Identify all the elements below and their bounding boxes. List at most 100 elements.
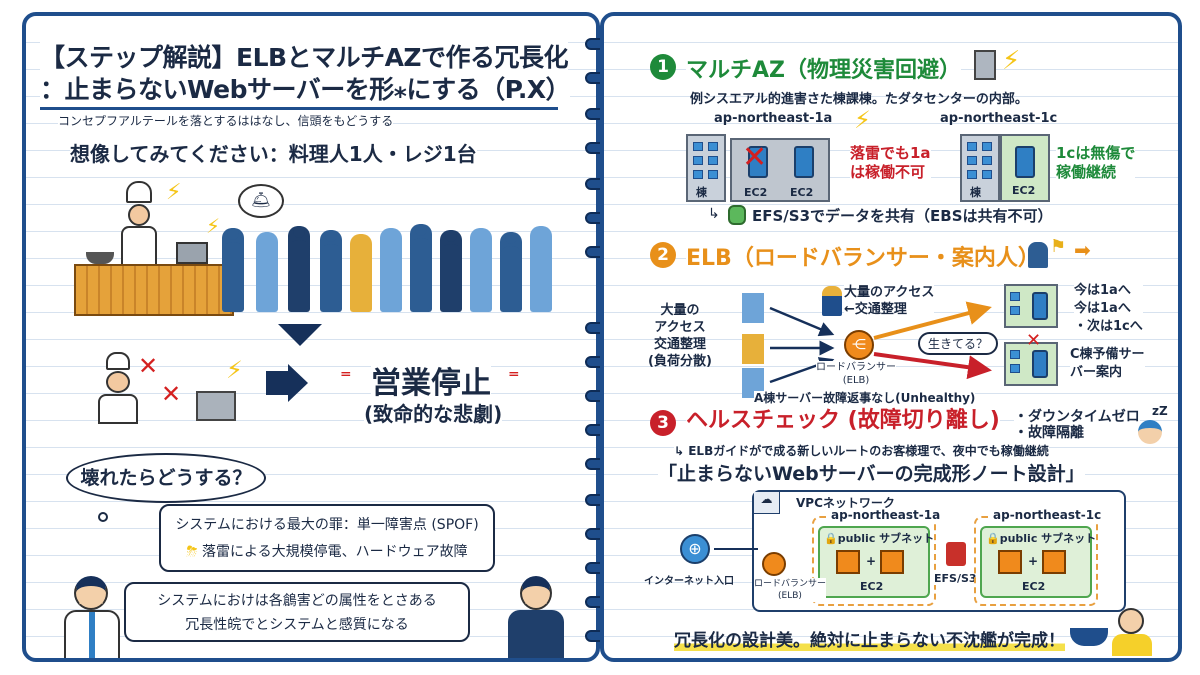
arrow-right-head <box>288 364 308 402</box>
storm-icon: ⛈ <box>186 544 198 560</box>
az-a-label: ap-northeast-1a <box>714 111 833 126</box>
ec2-instance-icon <box>1042 550 1066 574</box>
elb-label: ロードバランサー(ELB) <box>816 361 896 387</box>
spof-causes: 落雷による大規模停電、ハードウェア故障 <box>202 544 468 560</box>
health-check-bubble: 生きてる？ <box>918 332 999 355</box>
user-icon <box>742 334 764 364</box>
route-notes: 今は1aへ今は1aへ・次は1cへ <box>1074 282 1143 336</box>
title-line1: 【ステップ解説】ELBとマルチAZで作る冗長化 <box>40 42 569 74</box>
ec2-label: EC2 <box>790 186 814 199</box>
alarm-lines-icon: ⁼ <box>508 366 520 391</box>
fail-note-1: 落雷でも1a <box>850 144 931 162</box>
guide-person-icon <box>1028 242 1048 268</box>
ec2-instance-icon <box>880 550 904 574</box>
step-1-badge: 1 <box>650 54 676 80</box>
subtitle: コンセプフアルテールを落とするははなし、信頭をもどうする <box>58 112 394 129</box>
unhealthy-note: A棟サーバー故障返事なし(Unhealthy) <box>754 391 976 406</box>
subnet-a-label: 🔒public サブネット <box>824 532 935 545</box>
vpc-label: VPCネットワーク <box>796 496 895 510</box>
datacenter-az-c: EC2 <box>1000 134 1050 202</box>
lightning-icon: ⚡ <box>166 180 182 205</box>
chef-icon <box>128 204 150 226</box>
subnet-a: 🔒public サブネット + EC2 <box>818 526 934 598</box>
conclusion: 冗長化の設計美。絶対に止まらない不沈艦が完成！ <box>674 626 1065 651</box>
building-az-c: 棟 <box>960 134 1000 202</box>
data-share-note: EFS/S3でデータを共有（EBSは共有不可） <box>752 205 1053 226</box>
woman-body <box>508 610 564 658</box>
step-1-desc: 例シスエアル的進害さた棟課棟。たダタセンターの内部。 <box>690 92 1028 107</box>
arrow-down-icon <box>278 324 322 346</box>
guide-note: 大量のアクセス←交通整理 <box>844 284 935 318</box>
az-c-label: ap-northeast-1c <box>940 111 1058 126</box>
efs-label: EFS/S3 <box>934 572 977 585</box>
sad-chef-icon <box>106 371 130 393</box>
lightning-icon: ⚡ <box>206 214 221 238</box>
cross-icon: ✕ <box>161 380 182 408</box>
ec2-label: EC2 <box>744 186 768 199</box>
vpc-box: ☁ VPCネットワーク ap-northeast-1a 🔒public サブネッ… <box>752 490 1126 612</box>
man-tie <box>89 612 95 658</box>
server-icon <box>794 146 814 178</box>
healthy-building-icon <box>1004 284 1058 328</box>
step-3-bullets: ・ダウンタイムゼロ・故障隔離 <box>1014 409 1140 441</box>
redundancy-speech-box: システムにおけは各鶬害どの属性をとさある 冗長性皖でとシステムと感質になる <box>124 582 470 642</box>
cloud-icon: ☁ <box>754 492 780 514</box>
cross-icon: ✕ <box>1026 330 1042 351</box>
chef-hat-icon <box>126 181 152 203</box>
man-avatar <box>74 576 108 610</box>
counter <box>74 264 234 316</box>
plus: + <box>1028 554 1039 568</box>
chef-hat-icon <box>106 352 130 370</box>
building-label: 棟 <box>696 186 707 199</box>
zzz-icon: zZ <box>1152 404 1168 418</box>
load-balancer-icon <box>762 552 786 576</box>
thought-bubble: 壊れたらどうする？ <box>66 453 266 503</box>
globe-icon: ⊕ <box>680 534 710 564</box>
pot-icon <box>86 252 114 264</box>
cheering-person-body <box>1112 634 1152 656</box>
server-icon <box>748 146 768 178</box>
alarm-lines-icon: ⁼ <box>340 366 352 391</box>
final-design-title: 「止まらないWebサーバーの完成形ノート設計」 <box>658 463 1085 486</box>
flag-icon: ⚑ <box>1050 236 1067 257</box>
cross-icon: ✕ <box>742 140 768 175</box>
step-2-title: ELB（ロードバランサー・案内人） <box>686 240 1040 272</box>
spof-speech-box: システムにおける最大の罪：単一障害点 (SPOF) ⛈ 落雷による大規模停電、ハ… <box>159 504 495 572</box>
business-stop-sub: (致命的な悲劇) <box>364 398 503 427</box>
building-icon <box>974 50 996 80</box>
connection-line <box>714 548 758 550</box>
redundancy-text-2: 冗長性皖でとシステムと感質になる <box>185 617 409 633</box>
database-icon <box>728 205 746 225</box>
ok-note-2: 稼働継続 <box>1056 163 1117 181</box>
title-divider <box>40 107 558 110</box>
left-page: 【ステップ解説】ELBとマルチAZで作る冗長化 ：止まらないWebサーバーを形⁎… <box>22 12 600 662</box>
cheering-person-icon <box>1118 608 1144 634</box>
chef-body <box>121 226 157 266</box>
fail-note-2: は稼働不可 <box>850 163 926 181</box>
lightning-icon: ⚡ <box>226 356 243 384</box>
backup-note: C棟予備サーバー案内 <box>1070 346 1145 382</box>
lightning-icon: ⚡ <box>854 106 871 134</box>
step-1-title: マルチAZ（物理災害回避） <box>686 52 961 84</box>
sleeping-engineer-icon <box>1138 420 1162 444</box>
ec2-instance-icon <box>998 550 1022 574</box>
food-dish-bubble-icon: 🛎 <box>238 184 284 218</box>
access-label: 大量のアクセス交通整理(負荷分散) <box>648 303 712 369</box>
title-line2: ：止まらないWebサーバーを形⁎にする（P.X） <box>40 74 571 106</box>
redundancy-text-1: システムにおけは各鶬害どの属性をとさある <box>157 593 437 609</box>
internet-label: インターネット入口 <box>644 576 734 587</box>
spof-text: システムにおける最大の罪：単一障害点 (SPOF) <box>175 517 479 533</box>
right-page: 1 マルチAZ（物理災害回避） ⚡ 例シスエアル的進害さた棟課棟。たダタセンター… <box>600 12 1182 662</box>
az-c-label: ap-northeast-1c <box>990 508 1105 522</box>
business-stop-title: 営業停止 <box>371 358 491 402</box>
lock-icon: 🔒 <box>824 532 838 545</box>
return-arrow-icon: ↳ <box>708 206 720 222</box>
direction-sign-icon: ➡ <box>1074 238 1091 262</box>
step-3-desc: ↳ ELBガイドがで成る新しいルートのお客様理で、夜中でも稼働継続 <box>674 444 1049 459</box>
step-3-badge: 3 <box>650 410 676 436</box>
scenario-heading: 想像してみてください：料理人1人・レジ1台 <box>70 138 477 167</box>
cash-register-icon <box>176 242 208 264</box>
ok-note-1: 1cは無傷で <box>1056 144 1136 162</box>
subnet-c-label: 🔒public サブネット <box>986 532 1097 545</box>
